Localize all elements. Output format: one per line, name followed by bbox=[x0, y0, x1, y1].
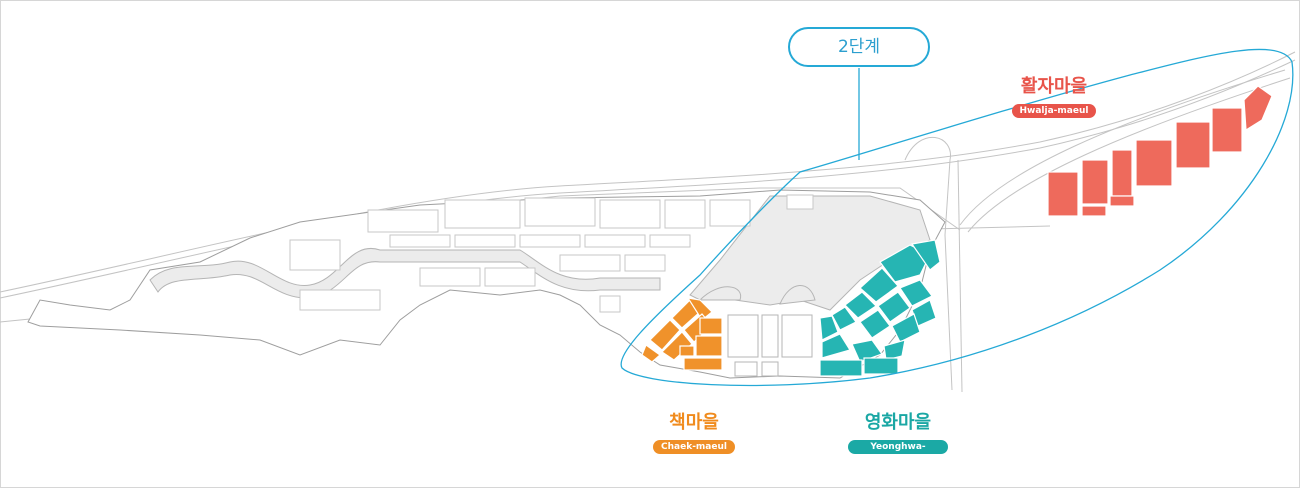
chaek-name: 책마을 bbox=[669, 412, 719, 433]
chaek-village-label: 책마을 Chaek-maeul bbox=[652, 412, 736, 454]
hwalja-parcels bbox=[1047, 85, 1273, 217]
yeonghwa-village-label: 영화마을 Yeonghwa-maeul bbox=[848, 412, 948, 467]
yeonghwa-name: 영화마을 bbox=[864, 412, 932, 433]
stage2-boundary bbox=[620, 48, 1294, 387]
central-blocks bbox=[698, 285, 816, 377]
yeonghwa-romanized-badge: Yeonghwa-maeul bbox=[848, 440, 948, 466]
hwalja-village-label: 활자마을 Hwalja-maeul bbox=[1010, 76, 1098, 118]
chaek-parcels bbox=[641, 297, 723, 371]
yeonghwa-parcels bbox=[819, 239, 941, 377]
waterway bbox=[149, 247, 661, 299]
hwalja-romanized-badge: Hwalja-maeul bbox=[1011, 104, 1097, 118]
chaek-romanized-badge: Chaek-maeul bbox=[653, 440, 735, 454]
stage-2-label: 2단계 bbox=[788, 27, 930, 67]
west-blocks bbox=[289, 194, 814, 313]
hwalja-name: 활자마을 bbox=[1020, 76, 1088, 97]
